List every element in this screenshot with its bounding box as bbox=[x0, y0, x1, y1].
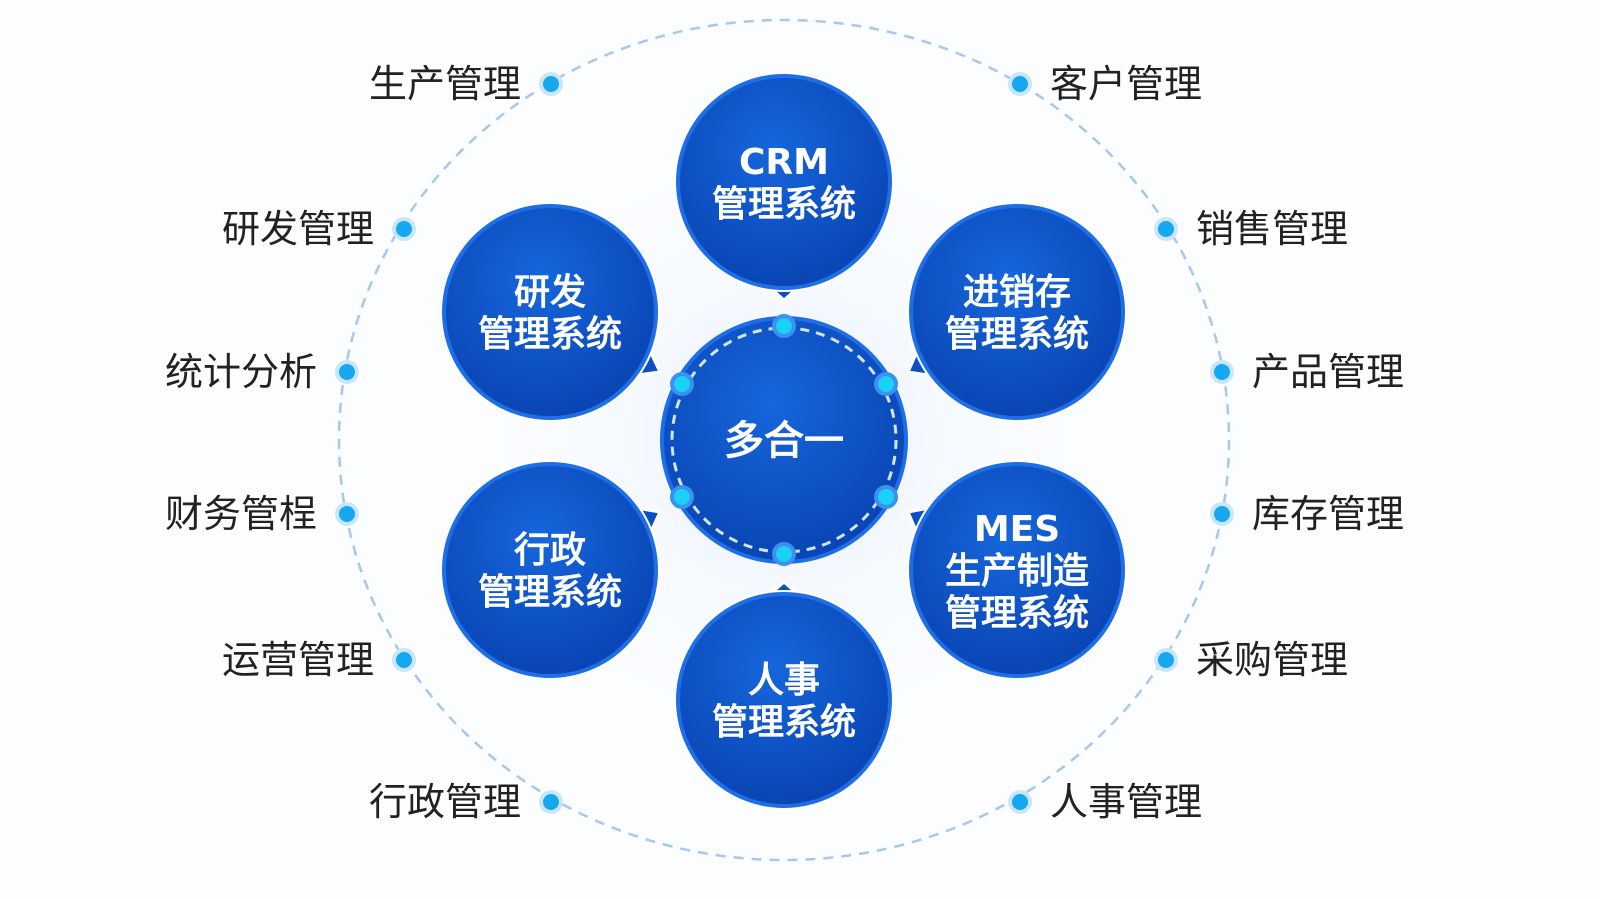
bubble-label-line: 管理系统 bbox=[478, 314, 622, 355]
module-label: 运营管理 bbox=[222, 638, 374, 682]
bubble-label-line: MES bbox=[974, 509, 1060, 550]
bubble-label-line: 管理系统 bbox=[945, 593, 1089, 634]
module-item[interactable]: 研发管理 bbox=[222, 207, 416, 251]
module-label: 产品管理 bbox=[1252, 350, 1404, 394]
bubble-circle bbox=[909, 462, 1125, 678]
center-hub: 多合一 bbox=[660, 316, 908, 564]
bubble-circle bbox=[442, 462, 658, 678]
module-item[interactable]: 客户管理 bbox=[1008, 62, 1202, 106]
bubble-circle bbox=[676, 74, 892, 290]
module-label: 人事管理 bbox=[1050, 780, 1202, 824]
module-item[interactable]: 采购管理 bbox=[1154, 638, 1348, 682]
module-item[interactable]: 产品管理 bbox=[1210, 350, 1404, 394]
outer-dashed-ring bbox=[337, 18, 1231, 862]
module-item[interactable]: 财务管桯 bbox=[165, 492, 359, 536]
module-label: 客户管理 bbox=[1050, 62, 1202, 106]
module-item[interactable]: 行政管理 bbox=[369, 780, 563, 824]
module-item[interactable]: 统计分析 bbox=[165, 350, 359, 394]
module-item[interactable]: 销售管理 bbox=[1154, 207, 1348, 251]
bubble-circle bbox=[909, 204, 1125, 420]
module-label: 财务管桯 bbox=[165, 492, 317, 536]
bubble-label-line: 管理系统 bbox=[712, 702, 856, 743]
module-label: 生产管理 bbox=[369, 62, 521, 106]
center-dashed-ring bbox=[670, 326, 898, 554]
bubble-circle bbox=[442, 204, 658, 420]
bubble-circle bbox=[676, 592, 892, 808]
bubble-label-line: 行政 bbox=[514, 530, 586, 571]
module-item[interactable]: 人事管理 bbox=[1008, 780, 1202, 824]
bubble-label-line: 管理系统 bbox=[478, 572, 622, 613]
bubble-label-line: CRM bbox=[739, 142, 829, 183]
module-item[interactable]: 生产管理 bbox=[369, 62, 563, 106]
module-label: 研发管理 bbox=[222, 207, 374, 251]
center-label: 多合一 bbox=[724, 418, 844, 464]
module-item[interactable]: 库存管理 bbox=[1210, 492, 1404, 536]
module-label: 采购管理 bbox=[1196, 638, 1348, 682]
bubble-label-line: 生产制造 bbox=[945, 551, 1089, 592]
module-label: 库存管理 bbox=[1252, 492, 1404, 536]
bubble-label-line: 人事 bbox=[748, 660, 820, 701]
module-label: 行政管理 bbox=[369, 780, 521, 824]
module-item[interactable]: 运营管理 bbox=[222, 638, 416, 682]
bubble-label-line: 进销存 bbox=[963, 272, 1071, 313]
bubble-label-line: 研发 bbox=[514, 272, 586, 313]
module-label: 销售管理 bbox=[1196, 207, 1348, 251]
bubble-label-line: 管理系统 bbox=[945, 314, 1089, 355]
module-label: 统计分析 bbox=[165, 350, 317, 394]
bubble-label-line: 管理系统 bbox=[712, 184, 856, 225]
